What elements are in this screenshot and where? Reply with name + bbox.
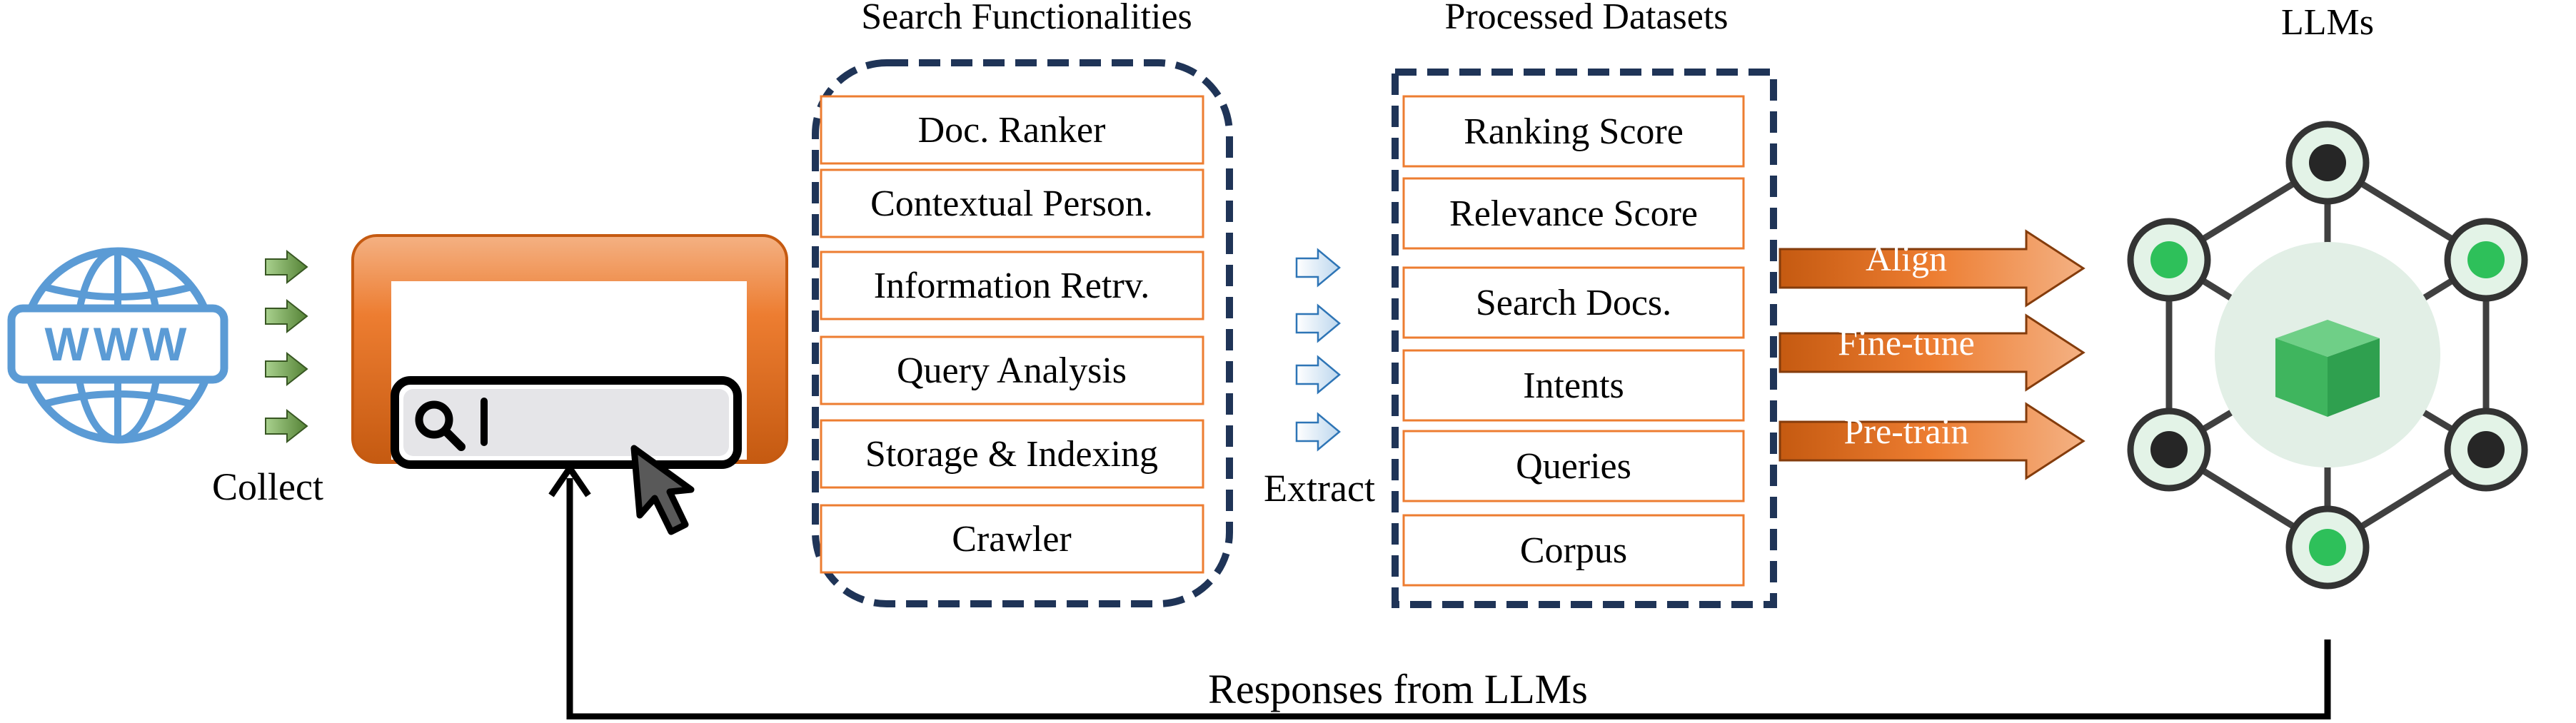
collect-arrows <box>265 249 308 444</box>
llm-arrow-label: Align <box>1866 238 1947 278</box>
search-functionality-item: Contextual Person. <box>820 168 1204 238</box>
processed-dataset-label: Ranking Score <box>1464 111 1684 152</box>
llm-arrow-label: Fine-tune <box>1838 323 1975 363</box>
extract-arrow-2 <box>1295 303 1341 343</box>
extract-label: Extract <box>1264 467 1375 510</box>
extract-arrows <box>1295 248 1341 452</box>
cube-icon <box>2275 320 2380 417</box>
processed-dataset-item: Search Docs. <box>1402 266 1745 339</box>
processed-dataset-label: Corpus <box>1520 530 1627 571</box>
llm-arrow-fine-tune: Fine-tune <box>1778 313 2086 392</box>
processed-dataset-label: Relevance Score <box>1449 193 1698 234</box>
www-globe-icon: WWW <box>7 247 228 444</box>
processed-dataset-item: Queries <box>1402 430 1745 502</box>
processed-dataset-item: Relevance Score <box>1402 177 1745 250</box>
responses-feedback-arrow <box>548 462 2331 720</box>
search-functionality-label: Doc. Ranker <box>918 110 1106 151</box>
www-label: WWW <box>45 318 191 370</box>
processed-dataset-item: Corpus <box>1402 514 1745 587</box>
collect-label: Collect <box>212 465 323 508</box>
processed-datasets-title: Processed Datasets <box>1444 0 1728 37</box>
llm-node-lower-right <box>2444 408 2528 492</box>
search-functionality-label: Crawler <box>952 519 1071 560</box>
processed-dataset-item: Ranking Score <box>1402 95 1745 168</box>
processed-dataset-label: Queries <box>1516 446 1631 487</box>
search-functionality-item: Doc. Ranker <box>820 95 1204 165</box>
search-functionality-label: Information Retrv. <box>874 266 1150 306</box>
processed-dataset-label: Search Docs. <box>1476 283 1671 323</box>
llm-arrow-pre-train: Pre-train <box>1778 402 2086 480</box>
search-functionality-item: Query Analysis <box>820 335 1204 405</box>
llm-node-upper-right <box>2444 218 2528 302</box>
collect-arrow-2 <box>265 298 308 334</box>
search-functionalities-frame <box>812 59 1233 607</box>
search-functionality-label: Contextual Person. <box>870 183 1153 224</box>
llms-title: LLMs <box>2281 2 2374 43</box>
search-functionalities-title: Search Functionalities <box>861 0 1192 37</box>
llm-arrow-label: Pre-train <box>1844 411 1969 451</box>
responses-label: Responses from LLMs <box>1208 666 1588 712</box>
llm-node-bottom <box>2285 505 2370 590</box>
search-engine-window <box>351 234 788 535</box>
search-functionality-label: Query Analysis <box>897 350 1127 391</box>
llm-network-icon <box>2127 121 2528 590</box>
llm-node-upper-left <box>2127 218 2211 302</box>
search-functionality-label: Storage & Indexing <box>865 434 1158 475</box>
search-functionality-item: Information Retrv. <box>820 251 1204 320</box>
collect-arrow-4 <box>265 408 308 444</box>
mouse-pointer-icon <box>630 445 695 535</box>
llm-arrow-align: Align <box>1778 229 2086 308</box>
extract-arrow-3 <box>1295 355 1341 395</box>
processed-dataset-item: Intents <box>1402 349 1745 422</box>
processed-dataset-label: Intents <box>1523 365 1624 406</box>
extract-arrow-4 <box>1295 412 1341 452</box>
llm-node-top <box>2285 121 2370 205</box>
extract-arrow-1 <box>1295 248 1341 288</box>
processed-datasets-frame <box>1392 69 1777 608</box>
collect-arrow-1 <box>265 249 308 285</box>
search-functionality-item: Storage & Indexing <box>820 419 1204 489</box>
llm-node-lower-left <box>2127 408 2211 492</box>
search-icon <box>415 400 466 451</box>
search-functionality-item: Crawler <box>820 504 1204 574</box>
collect-arrow-3 <box>265 351 308 387</box>
